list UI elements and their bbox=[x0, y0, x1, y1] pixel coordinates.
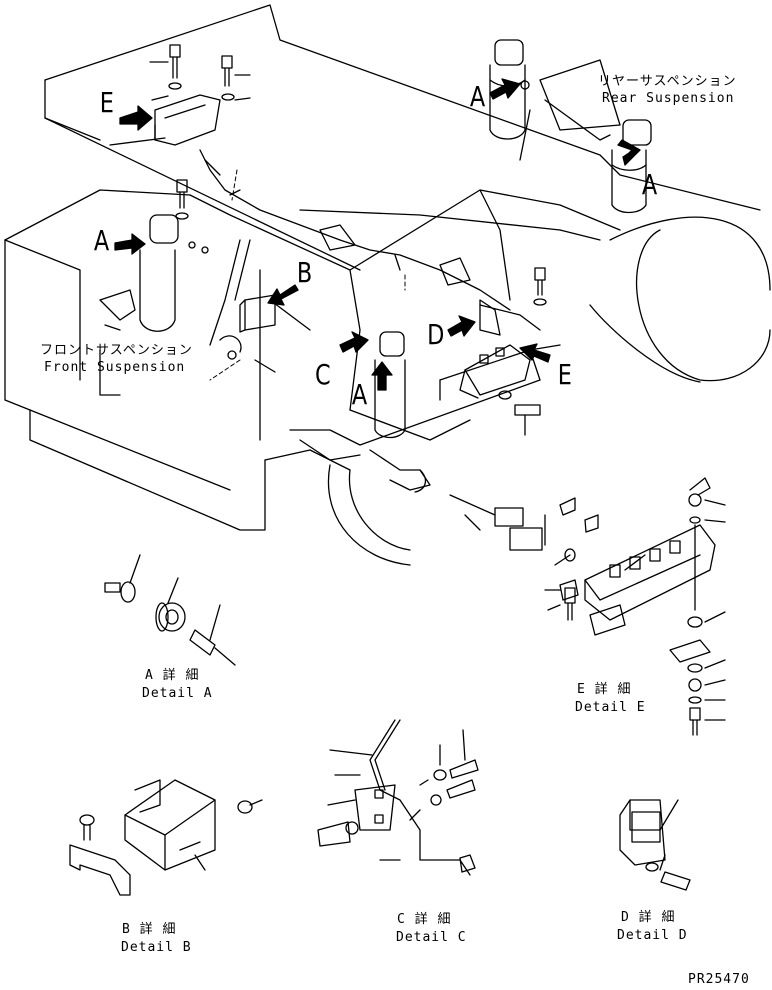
rear-suspension-label-en: Rear Suspension bbox=[602, 91, 735, 106]
callout-a-rear-left: A bbox=[469, 80, 486, 113]
front-suspension-label-en: Front Suspension bbox=[44, 360, 186, 375]
callout-a-rear-right: A bbox=[641, 168, 658, 201]
center-suspension bbox=[374, 331, 406, 439]
detail-a-label-en: Detail A bbox=[142, 686, 213, 701]
rear-suspension-right bbox=[611, 119, 652, 214]
detail-c-label-en: Detail C bbox=[396, 930, 467, 945]
frame-top-plate bbox=[44, 4, 761, 271]
detail-d-label-jp: D 詳 細 bbox=[621, 910, 676, 925]
part-number: PR25470 bbox=[688, 972, 750, 987]
rear-suspension-label-jp: リヤーサスペンション bbox=[598, 74, 737, 89]
detail-d-label-en: Detail D bbox=[617, 928, 688, 943]
callout-e-lower: E bbox=[557, 358, 572, 391]
bracket-e-lower bbox=[459, 267, 547, 436]
detail-e-label-jp: E 詳 細 bbox=[577, 682, 632, 697]
callout-a-center: A bbox=[351, 378, 368, 411]
callout-a-front: A bbox=[93, 224, 110, 257]
bracket-d bbox=[479, 299, 501, 336]
detail-e-parts bbox=[544, 477, 726, 736]
box-b bbox=[219, 294, 276, 373]
callout-arrows bbox=[114, 78, 641, 391]
detail-b-parts bbox=[69, 779, 263, 896]
detail-c-label-jp: C 詳 細 bbox=[397, 912, 452, 927]
detail-c-parts bbox=[317, 719, 479, 876]
drive-shaft bbox=[327, 449, 431, 566]
connector-center bbox=[449, 494, 546, 551]
front-suspension bbox=[99, 214, 209, 332]
front-suspension-label-jp: フロントサスペンション bbox=[40, 343, 193, 358]
detail-a-parts bbox=[104, 554, 236, 666]
detail-a-label-jp: A 詳 細 bbox=[145, 668, 200, 683]
leader-lines bbox=[209, 169, 406, 381]
callout-d: D bbox=[427, 318, 445, 351]
detail-d-parts bbox=[619, 799, 691, 891]
bracket-e-top bbox=[109, 44, 251, 220]
rear-wheel bbox=[589, 216, 771, 383]
chassis-body bbox=[4, 189, 621, 531]
wire-harness bbox=[199, 149, 541, 346]
callout-c: C bbox=[314, 358, 331, 391]
callout-e-top: E bbox=[99, 86, 114, 119]
callout-b: B bbox=[296, 256, 313, 289]
detail-b-label-en: Detail B bbox=[121, 940, 192, 955]
detail-b-label-jp: B 詳 細 bbox=[122, 922, 177, 937]
detail-e-label-en: Detail E bbox=[575, 700, 646, 715]
